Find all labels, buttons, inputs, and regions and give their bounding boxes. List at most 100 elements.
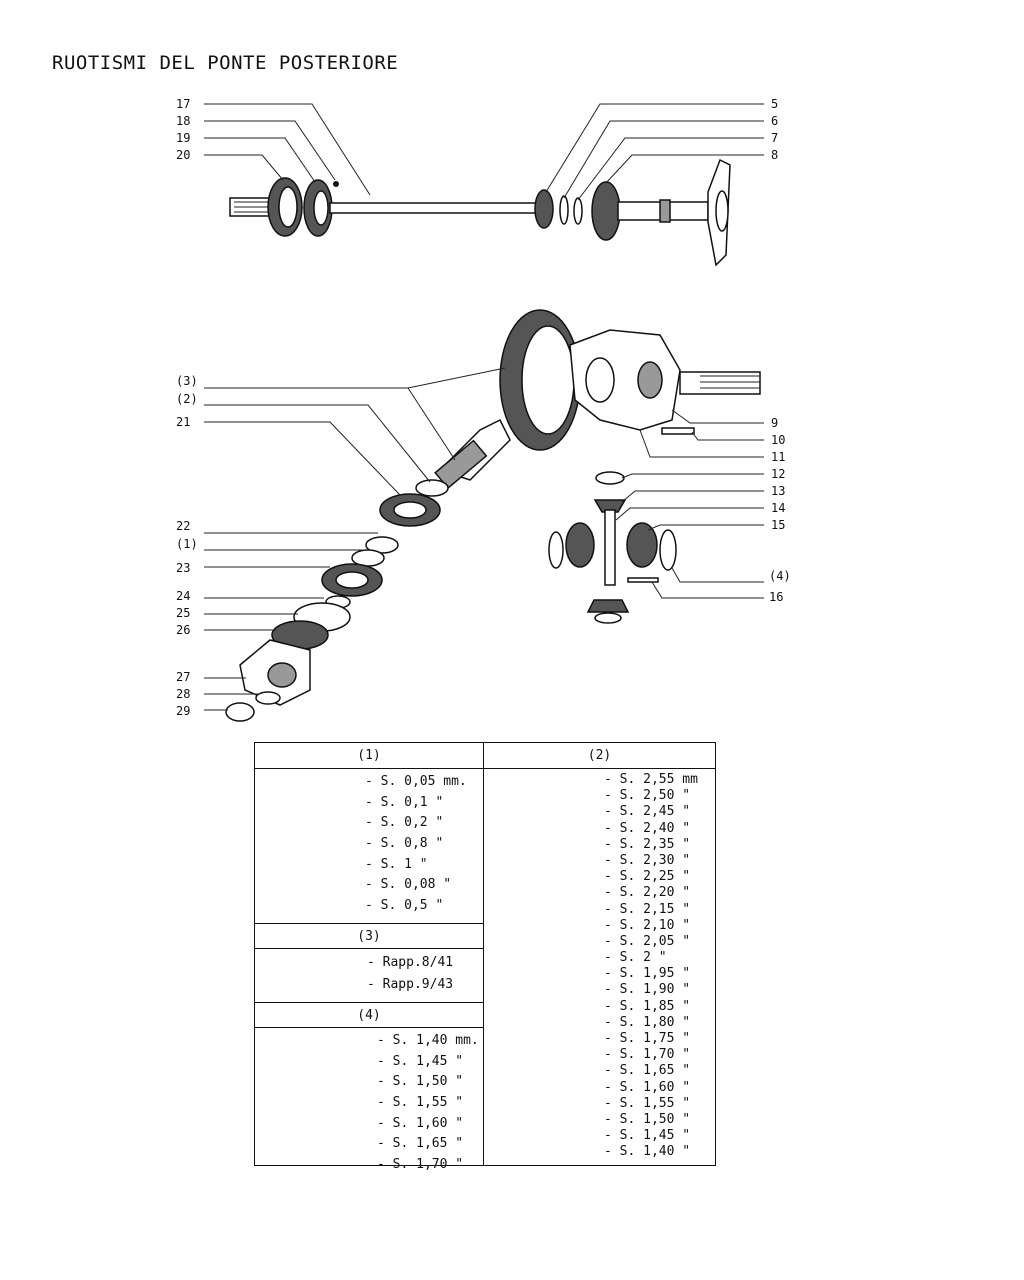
case-bolt-10 [661, 427, 695, 435]
callout-labels: 17 18 19 20 5 6 7 8 (3) (2) 21 9 10 11 1… [176, 97, 791, 718]
shim-list-2: - S. 2,55 mm - S. 2,50 " - S. 2,45 " - S… [484, 769, 715, 1167]
list-item: - S. 1 " [365, 856, 428, 872]
table-header-3: (3) [255, 922, 483, 949]
callout-28: 28 [176, 687, 190, 701]
list-item: - S. 0,5 " [365, 898, 444, 914]
table-left-column: (1) - S. 0,05 mm. - S. 0,1 " - S. 0,2 " … [255, 743, 484, 1172]
list-item: - S. 2,50 " [604, 788, 691, 804]
differential-assembly [434, 309, 761, 490]
list-item: - S. 1,55 " [604, 1095, 691, 1111]
list-item: - S. 1,70 " [377, 1156, 464, 1172]
table-header-1: (1) [255, 743, 483, 769]
list-item: - S. 2,45 " [604, 804, 691, 820]
callout-8: 8 [771, 148, 778, 162]
list-item: - S. 2,30 " [604, 852, 691, 868]
callout-4: (4) [769, 569, 791, 583]
list-item: - S. 1,50 " [377, 1074, 464, 1090]
callout-23: 23 [176, 561, 190, 575]
callout-7: 7 [771, 131, 778, 145]
list-item: - S. 2,55 mm [604, 772, 698, 787]
callout-5: 5 [771, 97, 778, 111]
callout-25: 25 [176, 606, 190, 620]
table-header-2: (2) [484, 743, 715, 769]
callout-20: 20 [176, 148, 190, 162]
callout-11: 11 [771, 450, 785, 464]
callout-15: 15 [771, 518, 785, 532]
list-item: - S. 1,75 " [604, 1031, 691, 1046]
list-item: - S. 1,45 " [604, 1128, 691, 1144]
callout-9: 9 [771, 416, 778, 430]
pinion-stack [225, 479, 449, 722]
washer-left [548, 531, 564, 569]
spacer-6 [559, 195, 569, 225]
list-item: - S. 1,65 " [377, 1136, 464, 1152]
callout-22: 22 [176, 519, 190, 533]
list-item: - S. 2,35 " [604, 836, 691, 852]
lock-pin-16 [627, 577, 659, 583]
callout-6: 6 [771, 114, 778, 128]
list-item: - S. 2,25 " [604, 869, 691, 885]
callout-18: 18 [176, 114, 190, 128]
callout-16: 16 [769, 590, 783, 604]
callout-21: 21 [176, 415, 190, 429]
leader-lines [204, 103, 764, 711]
shim-2 [415, 479, 449, 497]
list-item: - S. 1,80 " [604, 1014, 691, 1030]
callout-14: 14 [771, 501, 785, 515]
ring-7 [573, 197, 583, 225]
page-title: RUOTISMI DEL PONTE POSTERIORE [52, 52, 399, 74]
table-header-4: (4) [255, 1001, 483, 1028]
list-item: - S. 1,60 " [377, 1115, 464, 1131]
callout-29: 29 [176, 704, 190, 718]
callout-12: 12 [771, 467, 785, 481]
list-item: - S. 0,08 " [365, 877, 452, 893]
ratio-list-3: - Rapp.8/41 - Rapp.9/43 [255, 949, 483, 1002]
list-item: - S. 1,90 " [604, 982, 691, 998]
callout-26: 26 [176, 623, 190, 637]
table-right-column: (2) - S. 2,55 mm - S. 2,50 " - S. 2,45 "… [484, 743, 715, 1165]
retainer-bolt-18 [333, 181, 339, 187]
differential-case [569, 329, 681, 431]
oil-seal-5 [534, 189, 554, 229]
side-gear-13 [593, 499, 627, 513]
list-item: - S. 2,15 " [604, 901, 691, 917]
list-item: - S. 1,85 " [604, 998, 691, 1014]
list-item: - S. 0,8 " [365, 836, 444, 852]
list-item: - S. 2,05 " [604, 933, 691, 949]
list-item: - S. 1,60 " [604, 1079, 691, 1095]
spacer-22 [365, 536, 399, 554]
callout-19: 19 [176, 131, 190, 145]
shim-4 [659, 529, 677, 571]
list-item: - S. 0,2 " [365, 815, 444, 831]
axle-shaft-17 [329, 202, 541, 214]
planet-gear-left [565, 522, 595, 568]
case-hub [679, 371, 761, 395]
list-item: - S. 2,10 " [604, 917, 691, 933]
list-item: - S. 1,70 " [604, 1047, 691, 1063]
list-item: - S. 1,40 " [604, 1144, 691, 1160]
list-item: - S. 1,55 " [377, 1094, 464, 1110]
callout-2: (2) [176, 392, 198, 406]
washer-28 [255, 691, 281, 705]
pinion-shaft-14 [604, 509, 616, 586]
shim-list-4: - S. 1,40 mm. - S. 1,45 " - S. 1,50 " - … [255, 1028, 483, 1182]
list-item: - Rapp.8/41 [367, 954, 454, 970]
list-item: - S. 0,1 " [365, 794, 444, 810]
list-item: - Rapp.9/43 [367, 976, 454, 992]
callout-10: 10 [771, 433, 785, 447]
shim-specification-table: (1) - S. 0,05 mm. - S. 0,1 " - S. 0,2 " … [254, 742, 716, 1172]
callout-13: 13 [771, 484, 785, 498]
differential-gears [548, 471, 677, 624]
callout-27: 27 [176, 670, 190, 684]
planet-gear-15 [626, 522, 658, 568]
callout-24: 24 [176, 589, 190, 603]
list-item: - S. 0,05 mm. [365, 774, 467, 789]
pinion-nut-29 [225, 702, 255, 722]
exploded-parts-diagram: 17 18 19 20 5 6 7 8 (3) (2) 21 9 10 11 1… [176, 97, 791, 722]
callout-1: (1) [176, 537, 198, 551]
list-item: - S. 1,95 " [604, 966, 691, 982]
callout-3: (3) [176, 374, 198, 388]
list-item: - S. 2,20 " [604, 885, 691, 901]
list-item: - S. 2,40 " [604, 820, 691, 836]
list-item: - S. 2 " [604, 950, 667, 966]
